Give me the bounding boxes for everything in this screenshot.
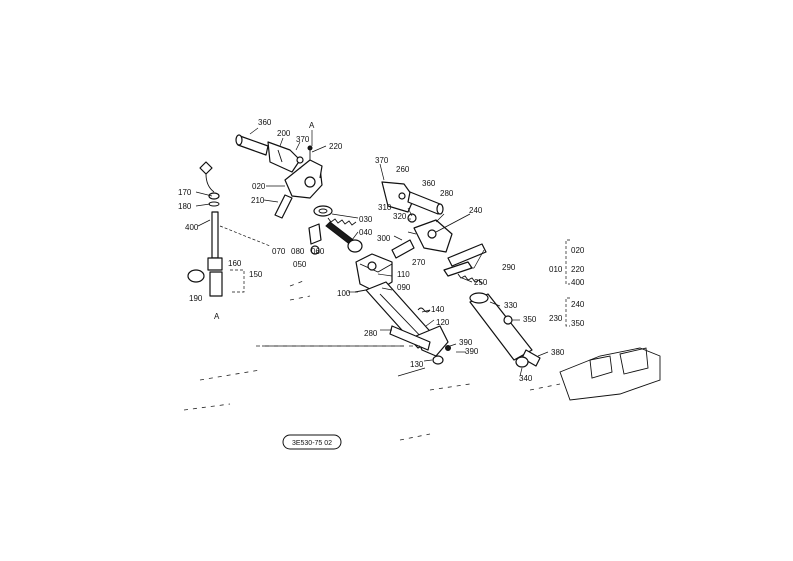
label-150: 150 — [249, 270, 263, 279]
label-180: 180 — [178, 202, 192, 211]
label-340: 340 — [519, 374, 533, 383]
label-400: 400 — [185, 223, 199, 232]
label-390-b: 390 — [465, 347, 479, 356]
group-label-020: 020 — [571, 246, 585, 255]
drawing-code-badge: 3E530-75 02 — [282, 434, 342, 450]
label-080: 080 — [291, 247, 305, 256]
left-link-assembly — [235, 134, 449, 365]
label-170: 170 — [178, 188, 192, 197]
label-110: 110 — [397, 270, 410, 279]
label-210: 210 — [251, 196, 265, 205]
label-250: 250 — [474, 278, 488, 287]
label-300: 300 — [377, 234, 391, 243]
label-240: 240 — [469, 206, 483, 215]
label-260: 260 — [396, 165, 410, 174]
group-label-400: 400 — [571, 278, 585, 287]
label-100: 100 — [337, 289, 351, 298]
label-140: 140 — [431, 305, 445, 314]
right-link-assembly — [381, 181, 541, 368]
label-290: 290 — [502, 263, 516, 272]
label-280-right: 280 — [440, 189, 454, 198]
label-380: 380 — [551, 348, 565, 357]
label-370-right: 370 — [375, 156, 389, 165]
group-label-350: 350 — [571, 319, 585, 328]
frame-outline — [183, 279, 661, 441]
label-190: 190 — [189, 294, 203, 303]
label-360-right: 360 — [422, 179, 436, 188]
label-040: 040 — [359, 228, 373, 237]
group-label-240: 240 — [571, 300, 585, 309]
group-brackets — [565, 239, 570, 327]
label-280: 280 — [364, 329, 378, 338]
label-a-bottom: A — [214, 312, 220, 321]
label-060: 060 — [311, 247, 325, 256]
leader-lines — [195, 127, 549, 377]
group-label-010: 010 — [549, 265, 563, 274]
label-030: 030 — [359, 215, 373, 224]
label-020: 020 — [252, 182, 266, 191]
label-070: 070 — [272, 247, 286, 256]
label-090: 090 — [397, 283, 411, 292]
label-050: 050 — [293, 260, 307, 269]
label-160: 160 — [228, 259, 242, 268]
label-390-a: 390 — [459, 338, 473, 347]
label-220: 220 — [329, 142, 343, 151]
label-350: 350 — [523, 315, 537, 324]
group-label-220: 220 — [571, 265, 585, 274]
label-370: 370 — [296, 135, 310, 144]
label-200: 200 — [277, 129, 291, 138]
label-130: 130 — [410, 360, 424, 369]
group-code-labels: 010 020 220 400 230 240 350 — [549, 246, 585, 328]
label-270: 270 — [412, 258, 426, 267]
lever-assembly — [187, 161, 245, 297]
drawing-code-text: 3E530-75 02 — [292, 440, 332, 447]
label-310: 310 — [378, 203, 392, 212]
label-360: 360 — [258, 118, 272, 127]
label-a-top: A — [309, 121, 315, 130]
label-330: 330 — [504, 301, 518, 310]
label-320: 320 — [393, 212, 407, 221]
part-labels: 360 200 A 370 220 020 210 170 180 400 03… — [178, 118, 565, 383]
label-120: 120 — [436, 318, 450, 327]
group-label-230: 230 — [549, 314, 563, 323]
